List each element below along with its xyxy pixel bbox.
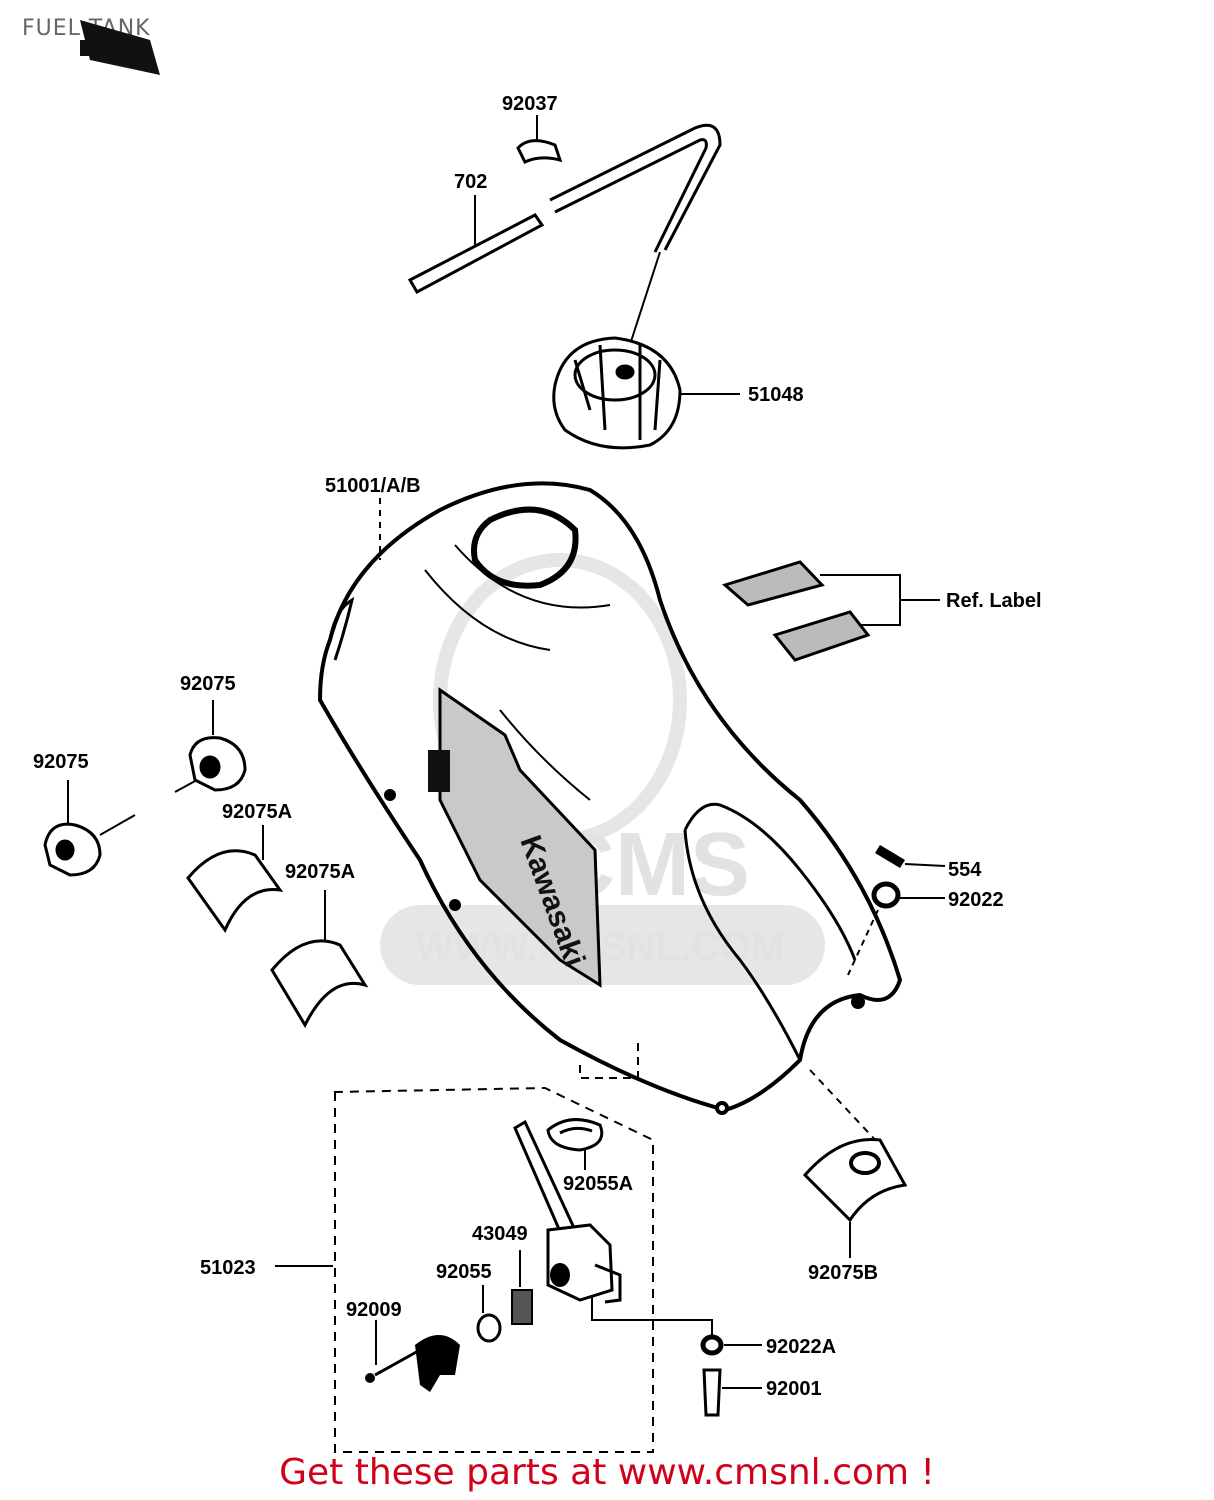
breather-hose (407, 123, 722, 361)
fuel-cap (552, 336, 740, 450)
label-92001: 92001 (766, 1378, 822, 1400)
label-92075-left: 92075 (33, 751, 89, 773)
label-51048: 51048 (748, 384, 804, 406)
mounting-bolt (847, 845, 946, 976)
label-92022A: 92022A (766, 1336, 836, 1358)
label-554: 554 (948, 859, 982, 881)
label-92075B: 92075B (808, 1262, 878, 1284)
tank-cushions (43, 700, 369, 1029)
corner-logo-fragment (80, 20, 160, 75)
label-51001: 51001/A/B (325, 475, 421, 497)
label-702: 702 (454, 171, 487, 193)
fuel-tank-body (317, 481, 903, 1115)
ref-label-stickers (721, 560, 940, 662)
label-51023: 51023 (200, 1257, 256, 1279)
rear-rubber (802, 1069, 908, 1258)
label-92037: 92037 (502, 93, 558, 115)
label-92055: 92055 (436, 1261, 492, 1283)
promo-link[interactable]: Get these parts at www.cmsnl.com ! (279, 1452, 935, 1493)
label-92075A-2: 92075A (285, 861, 355, 883)
label-92009: 92009 (346, 1299, 402, 1321)
label-92055A: 92055A (563, 1173, 633, 1195)
label-ref-label: Ref. Label (946, 590, 1042, 612)
label-92075-top: 92075 (180, 673, 236, 695)
label-92075A-1: 92075A (222, 801, 292, 823)
label-92022: 92022 (948, 889, 1004, 911)
label-43049: 43049 (472, 1223, 528, 1245)
fuel-tap-assembly (275, 1040, 762, 1453)
hose-clamp (516, 115, 563, 164)
